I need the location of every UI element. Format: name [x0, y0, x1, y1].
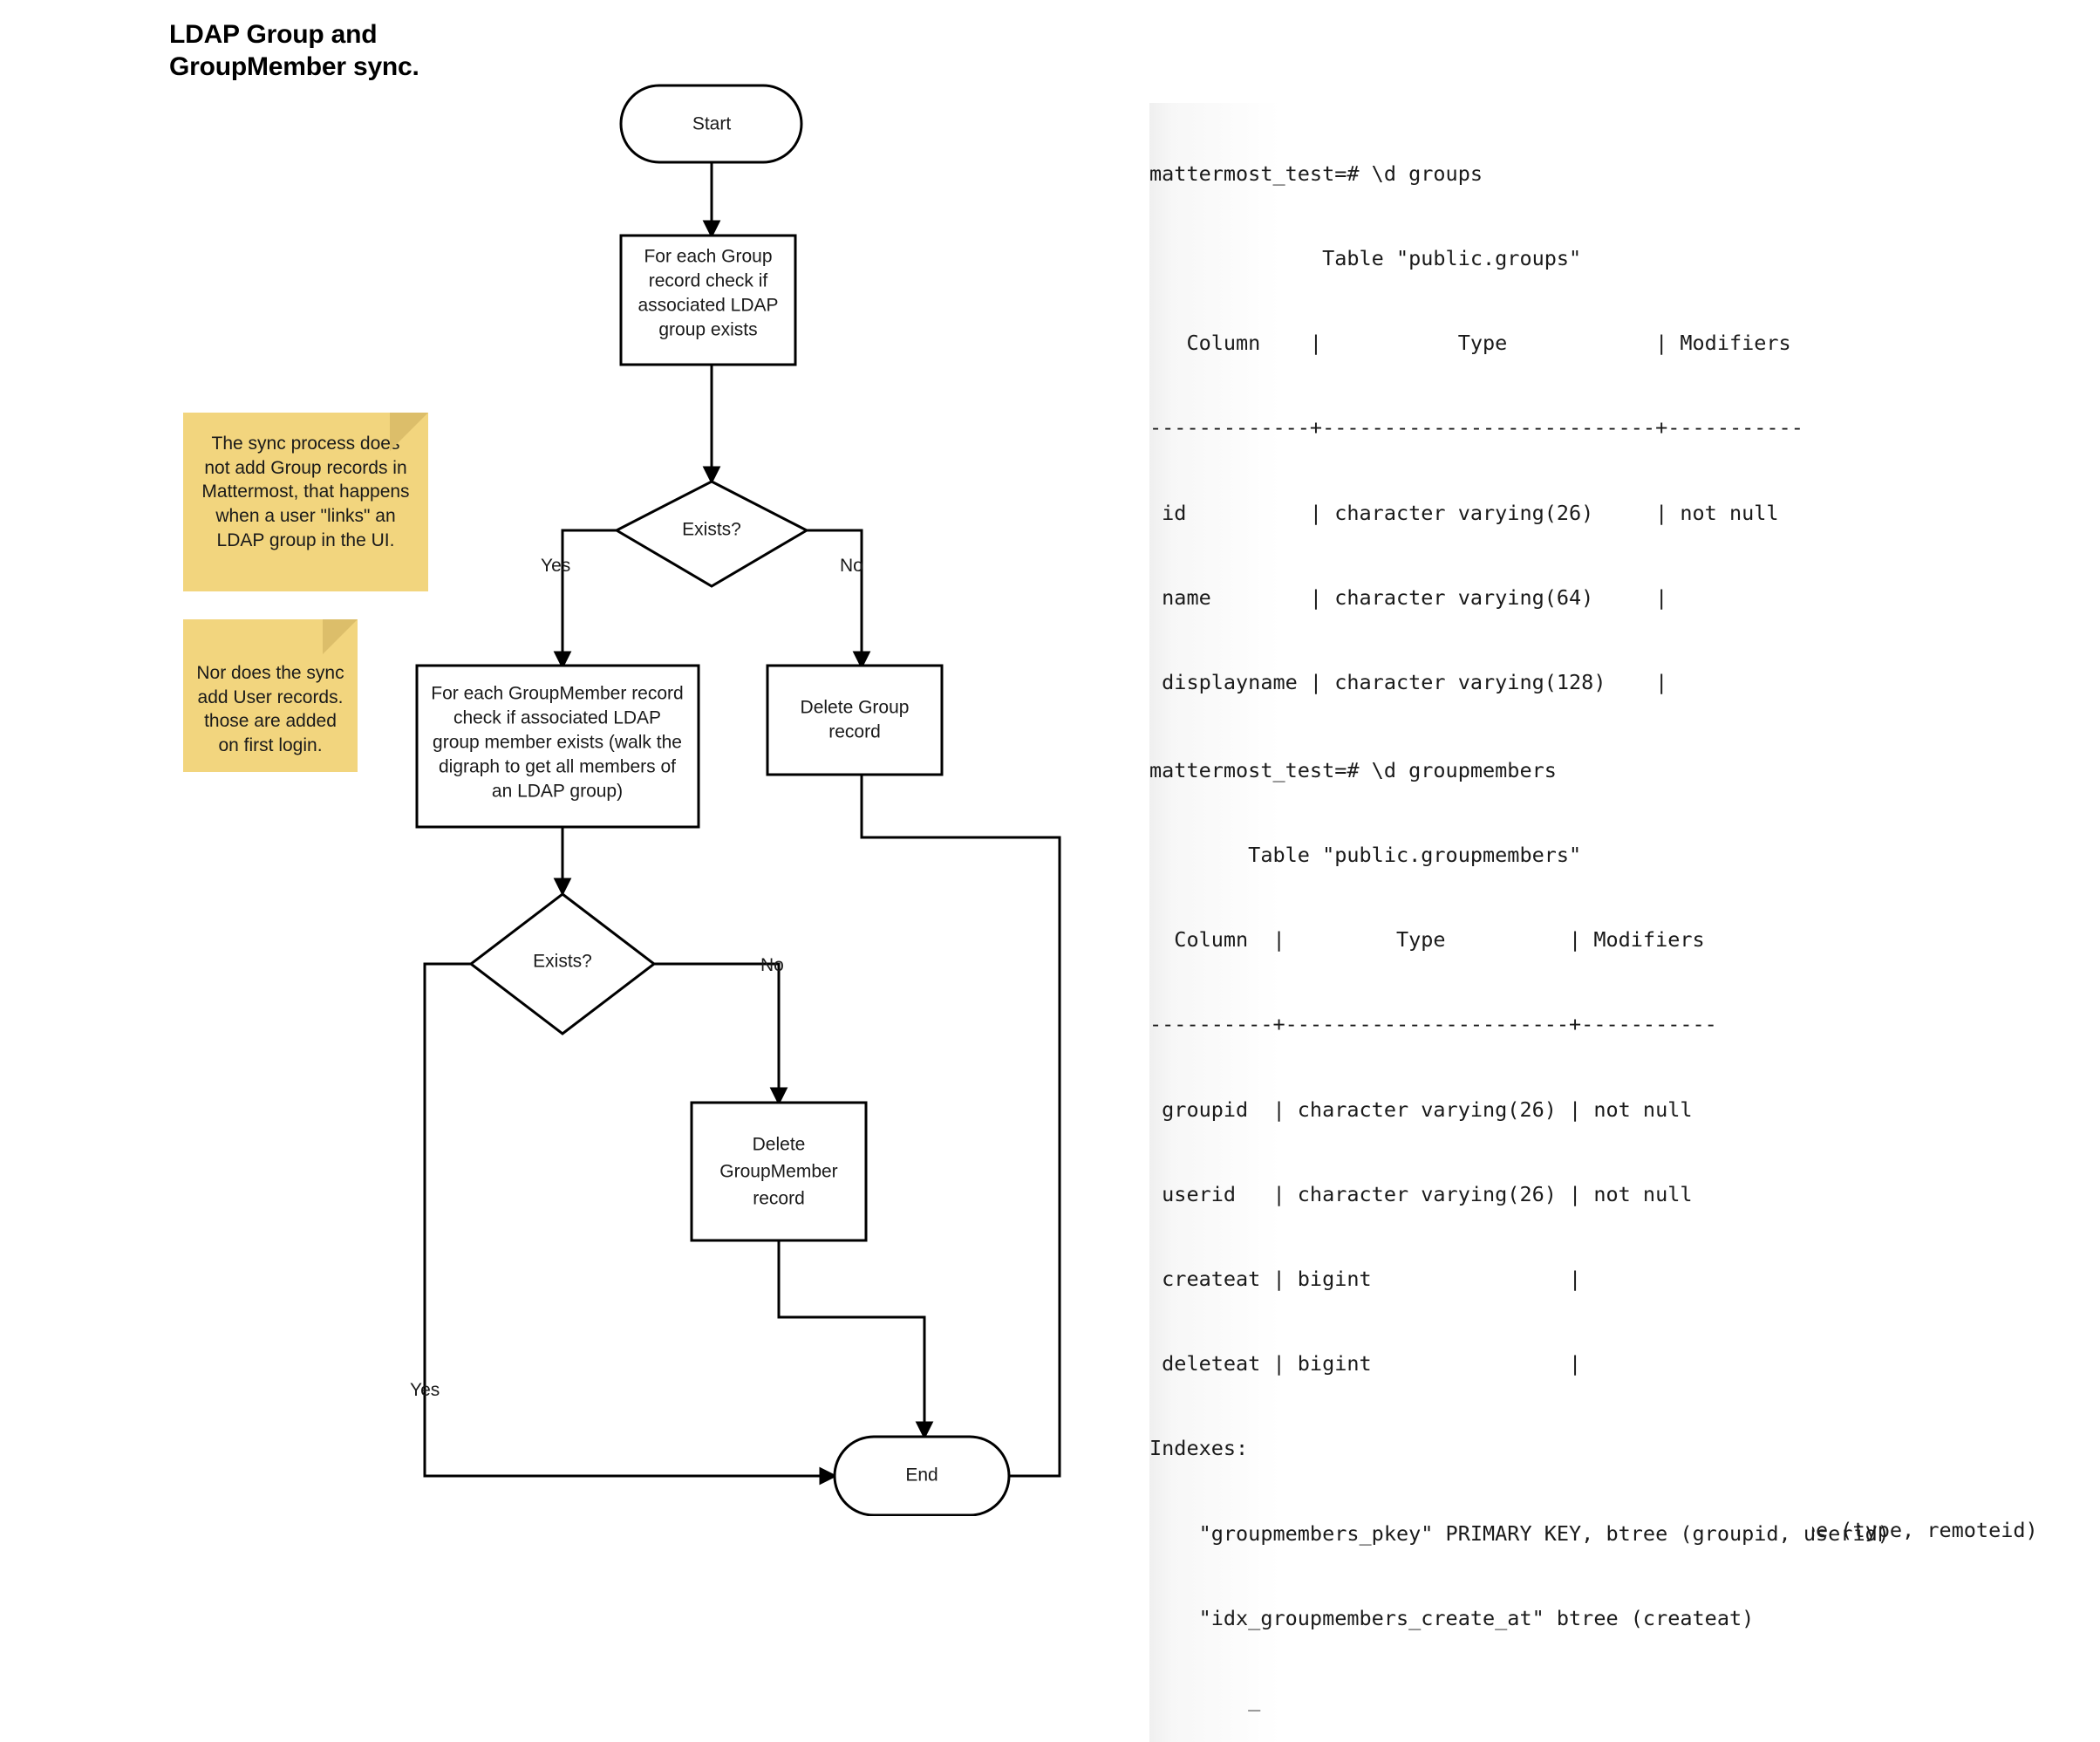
edge-decision-2-no — [654, 962, 788, 1106]
sticky-note-1-line-2: not add Group records in — [204, 457, 407, 478]
node-check-group-line-3: associated LDAP — [638, 296, 778, 316]
terminal-groupmembers-line-6: createat | bigint | — [1149, 1267, 1582, 1292]
node-check-gm-line-5: an LDAP group) — [492, 782, 623, 802]
node-start-label: Start — [692, 114, 732, 134]
node-delete-gm-line-2: GroupMember — [719, 1162, 837, 1182]
terminal-groupmembers-line-7: deleteat | bigint | — [1149, 1351, 1582, 1377]
node-check-gm-line-4: digraph to get all members of — [439, 757, 676, 777]
node-check-gm-line-3: group member exists (walk the — [433, 733, 682, 753]
sticky-fold-icon — [323, 619, 358, 654]
sticky-note-2-line-2: add User records. — [197, 687, 344, 707]
terminal-groupmembers-line-9: "groupmembers_pkey" PRIMARY KEY, btree (… — [1149, 1520, 1890, 1546]
edge-label-decision-1-no: No — [840, 556, 863, 576]
node-start[interactable]: Start — [619, 84, 803, 164]
sticky-note-1-line-5: LDAP group in the UI. — [216, 529, 395, 550]
sticky-fold-icon — [390, 413, 428, 451]
edge-delete-group-to-end — [860, 775, 1061, 1486]
node-decision-1-label: Exists? — [682, 520, 741, 540]
terminal-groupmembers-line-5: userid | character varying(26) | not nul… — [1149, 1181, 1693, 1206]
node-check-group[interactable]: For each Group record check if associate… — [619, 234, 797, 366]
sticky-note-2-line-3: those are added — [204, 711, 337, 732]
node-delete-gm-line-3: record — [753, 1189, 805, 1209]
edge-decision-1-no — [807, 529, 871, 670]
node-check-groupmember[interactable]: For each GroupMember record check if ass… — [415, 664, 700, 829]
terminal-groups-line-0: mattermost_test=# \d groups — [1149, 161, 1483, 186]
sticky-note-sync-user[interactable]: Nor does the sync add User records. thos… — [183, 619, 358, 772]
sticky-note-1-line-3: Mattermost, that happens — [201, 482, 410, 502]
terminal-cursor: _ — [1149, 1687, 1261, 1712]
edge-decision-1-yes — [553, 529, 617, 670]
sticky-note-2-line-1: Nor does the sync — [196, 663, 344, 683]
node-delete-group-line-1: Delete Group — [801, 698, 910, 718]
terminal-groupmembers-line-4: groupid | character varying(26) | not nu… — [1149, 1096, 1693, 1122]
sticky-note-sync-group[interactable]: The sync process does not add Group reco… — [183, 413, 428, 591]
node-check-gm-line-1: For each GroupMember record — [431, 684, 683, 704]
node-check-gm-line-2: check if associated LDAP — [453, 708, 661, 728]
flowchart-canvas: Start For each Group record check if ass… — [410, 84, 1061, 1516]
node-check-group-line-1: For each Group — [644, 247, 772, 267]
terminal-groupmembers-line-8: Indexes: — [1149, 1436, 1249, 1461]
sticky-note-1-line-4: when a user "links" an — [215, 506, 396, 527]
edge-label-decision-1-yes: Yes — [541, 556, 570, 576]
terminal-groups-line-3: -------------+--------------------------… — [1149, 415, 1803, 441]
terminal-groups-line-2: Column | Type | Modifiers — [1149, 331, 1803, 356]
edge-delete-groupmember-to-end — [777, 1240, 934, 1440]
terminal-groups-line-4: id | character varying(26) | not null — [1149, 500, 1779, 525]
node-end-label: End — [905, 1465, 938, 1486]
sticky-note-2-line-4: on first login. — [218, 735, 323, 756]
terminal-groups-line-5: name | character varying(64) | — [1149, 584, 1668, 610]
terminal-groupmembers-line-1: Table "public.groupmembers" — [1149, 843, 1582, 868]
terminal-groups-line-1: Table "public.groups" — [1149, 246, 1582, 271]
edge-label-decision-2-no: No — [760, 955, 784, 975]
node-delete-groupmember[interactable]: Delete GroupMember record — [690, 1101, 868, 1242]
terminal-output-groupmembers[interactable]: mattermost_test=# \d groupmembers Table … — [1149, 700, 1890, 1661]
terminal-groups-line-6: displayname | character varying(128) | — [1149, 670, 1668, 695]
terminal-groupmembers-line-0: mattermost_test=# \d groupmembers — [1149, 757, 1557, 782]
node-end[interactable]: End — [833, 1435, 1011, 1516]
node-decision-2-label: Exists? — [533, 952, 592, 972]
terminal-groupmembers-line-10: "idx_groupmembers_create_at" btree (crea… — [1149, 1605, 1755, 1630]
terminal-groupmembers-line-2: Column | Type | Modifiers — [1149, 927, 1717, 953]
node-decision-1[interactable]: Exists? — [613, 480, 810, 588]
edge-decision-2-yes — [423, 962, 838, 1486]
edge-label-decision-2-yes: Yes — [410, 1380, 440, 1400]
terminal-groupmembers-line-3: ----------+-----------------------+-----… — [1149, 1012, 1717, 1037]
node-decision-2[interactable]: Exists? — [468, 892, 657, 1035]
node-check-group-line-4: group exists — [658, 320, 757, 340]
node-check-group-line-2: record check if — [649, 271, 768, 291]
node-delete-group[interactable]: Delete Group record — [766, 664, 944, 776]
node-delete-gm-line-1: Delete — [753, 1135, 806, 1155]
sticky-note-1-line-1: The sync process does — [211, 434, 400, 454]
node-delete-group-line-2: record — [828, 722, 881, 742]
